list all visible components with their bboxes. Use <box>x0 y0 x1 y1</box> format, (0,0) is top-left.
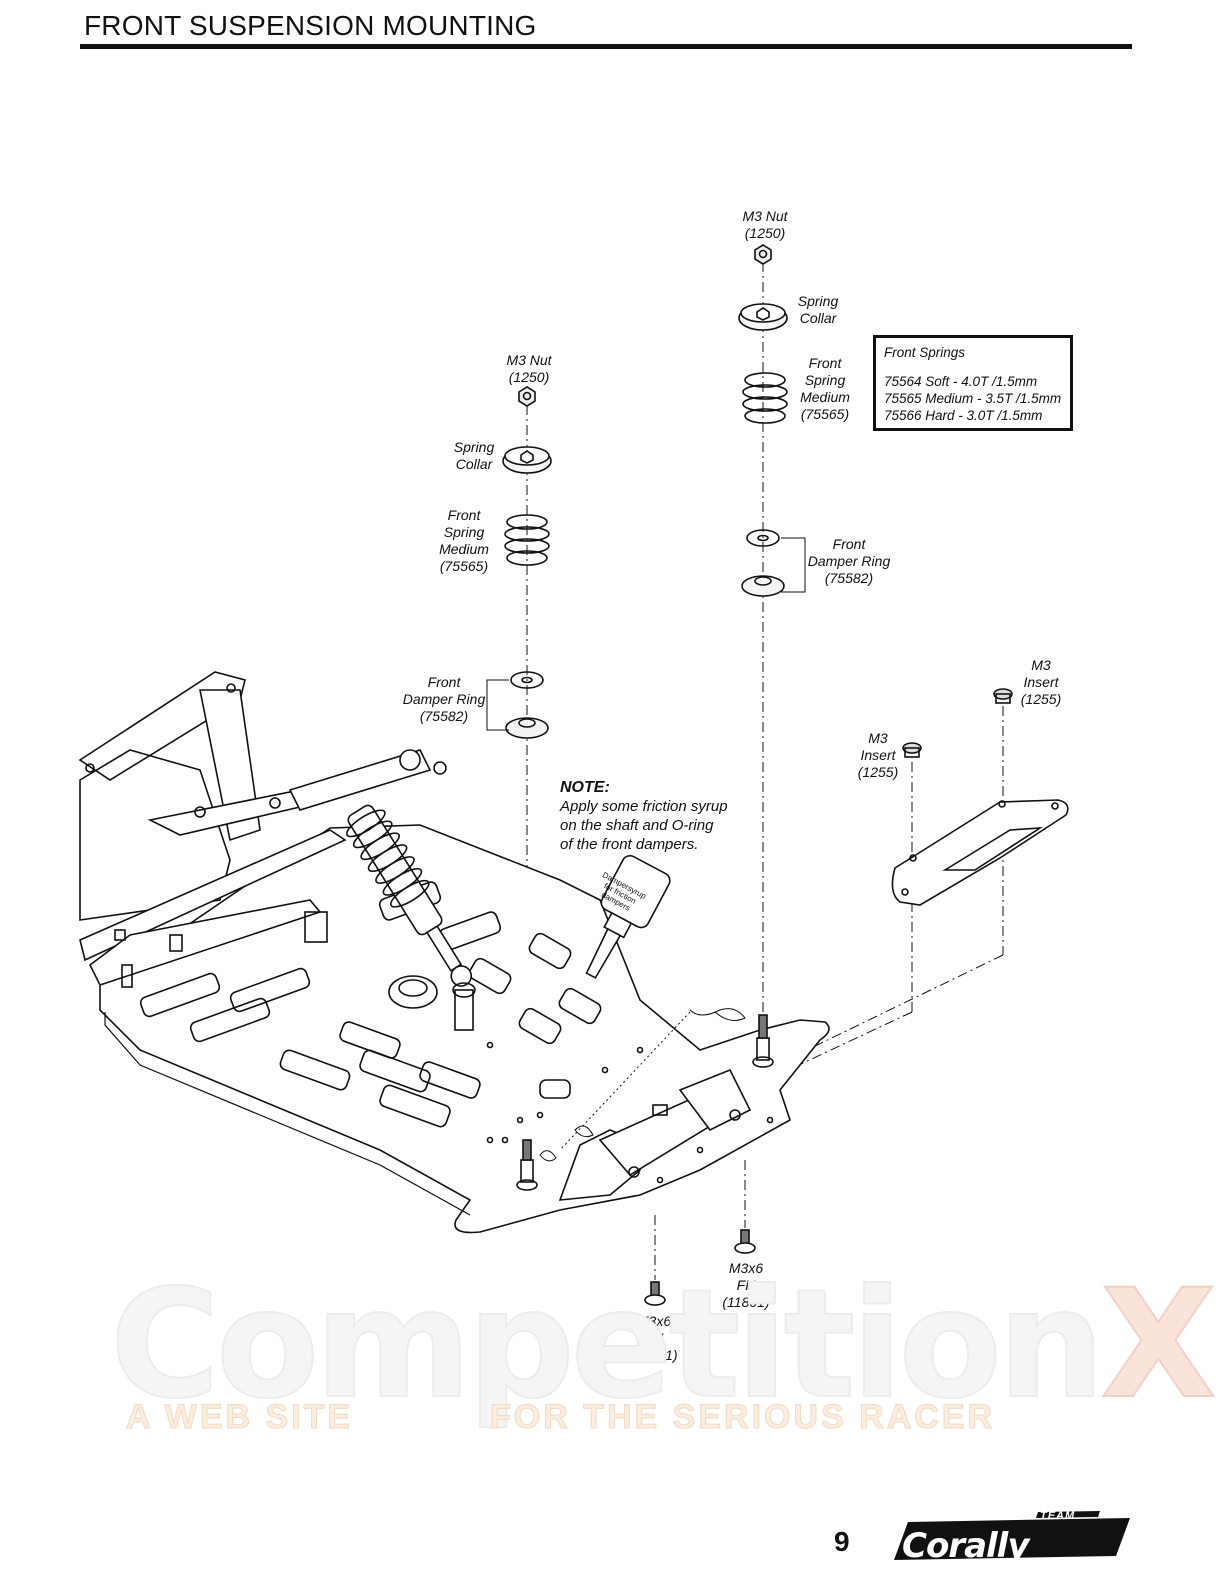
watermark-word: Competition <box>109 1258 1106 1432</box>
right-ring-label: Front Damper Ring (75582) <box>806 536 892 587</box>
front-bulkhead <box>558 1068 752 1201</box>
left-ring-part: (75582) <box>419 708 469 724</box>
left-front-spring <box>504 514 550 566</box>
insert-left-line-1: M3 <box>868 730 888 746</box>
right-spring-line-3: Medium <box>800 389 850 405</box>
spring-table-row-soft: 75564 Soft - 4.0T /1.5mm <box>884 374 1038 389</box>
page-title: FRONT SUSPENSION MOUNTING <box>84 10 537 41</box>
note-line-2: on the shaft and O-ring <box>560 817 714 834</box>
m3-insert-1 <box>902 742 922 758</box>
left-nut-name: M3 Nut <box>506 352 552 368</box>
left-spring-label: Front Spring Medium (75565) <box>434 507 494 575</box>
logo-shape-icon <box>894 1511 1130 1560</box>
servo-saver <box>388 975 438 1009</box>
screw-right-part: (11801) <box>722 1294 770 1310</box>
spring-table-row-medium: 75565 Medium - 3.5T /1.5mm <box>884 391 1062 406</box>
right-spring-line-1: Front <box>808 355 842 371</box>
right-nut-label: M3 Nut (1250) <box>734 208 796 242</box>
left-damper-ring <box>486 671 549 739</box>
right-collar-label: Spring Collar <box>790 293 846 327</box>
logo-word: Corally <box>902 1526 1029 1566</box>
screw-left-line-1: M3x6 <box>636 1313 672 1329</box>
right-m3-nut <box>754 244 772 265</box>
left-collar-label: Spring Collar <box>446 439 502 473</box>
left-spring-line-1: Front <box>447 507 481 523</box>
left-m3-nut <box>518 386 536 407</box>
left-collar-line-1: Spring <box>453 439 495 455</box>
right-spring-line-2: Spring <box>804 372 846 388</box>
left-spring-part: (75565) <box>439 558 489 574</box>
left-ring-line-1: Front <box>427 674 461 690</box>
right-front-spring <box>742 372 788 424</box>
insert-right-line-2: Insert <box>1023 674 1059 690</box>
corally-logo: TEAM Corally <box>890 1508 1130 1568</box>
insert-left-part: (1255) <box>857 764 899 780</box>
m3-insert-2 <box>993 688 1013 704</box>
left-ring-line-2: Damper Ring <box>402 691 486 707</box>
insert-label-right: M3 Insert (1255) <box>1016 657 1066 708</box>
watermark-sub-right: FOR THE SERIOUS RACER <box>489 1398 996 1437</box>
page-number: 9 <box>834 1526 850 1557</box>
screw-right-line-2: FH <box>736 1277 756 1293</box>
right-post <box>752 1014 774 1068</box>
right-collar-line-1: Spring <box>797 293 839 309</box>
insert-right-part: (1255) <box>1020 691 1062 707</box>
watermark-x: X <box>1100 1258 1218 1432</box>
right-ring-part: (75582) <box>824 570 874 586</box>
right-damper-ring <box>741 529 806 597</box>
right-nut-part: (1250) <box>744 225 786 241</box>
spring-table-row-hard: 75566 Hard - 3.0T /1.5mm <box>884 408 1043 423</box>
spring-table-title: Front Springs <box>884 345 966 360</box>
watermark-main: CompetitionX <box>109 1269 1217 1421</box>
insert-diag-1 <box>659 1011 913 1131</box>
right-nut-name: M3 Nut <box>742 208 788 224</box>
front-shock <box>346 804 473 987</box>
screw-left-part: (11801) <box>630 1347 678 1363</box>
screw-2 <box>734 1229 756 1254</box>
note-line-1: Apply some friction syrup <box>560 798 728 815</box>
left-ring-label: Front Damper Ring (75582) <box>400 674 488 725</box>
right-collar-line-2: Collar <box>799 310 837 326</box>
left-spring-line-2: Spring <box>443 524 485 540</box>
right-ring-line-1: Front <box>832 536 866 552</box>
ball-stud <box>452 982 476 1031</box>
left-spring-line-3: Medium <box>439 541 489 557</box>
insert-left-line-2: Insert <box>860 747 896 763</box>
screw-label-right: M3x6 FH (11801) <box>718 1260 774 1311</box>
friction-syrup-note: NOTE: Apply some friction syrup on the s… <box>560 778 728 854</box>
insert-diag-2 <box>744 954 1004 1081</box>
note-heading: NOTE: <box>560 779 610 796</box>
left-spring-collar <box>502 446 552 474</box>
insert-right-line-1: M3 <box>1031 657 1051 673</box>
screw-left-line-2: FH <box>644 1330 664 1346</box>
screw-label-left: M3x6 FH (11801) <box>626 1313 682 1364</box>
watermark-sub-left: A WEB SITE <box>125 1398 354 1437</box>
right-spring-collar <box>738 303 788 331</box>
watermark: CompetitionX A WEB SITE FOR THE SERIOUS … <box>109 1269 1217 1440</box>
front-top-plate <box>891 799 1069 906</box>
syrup-bottle-icon <box>539 854 746 1162</box>
left-post <box>516 1139 538 1191</box>
screw-right-line-1: M3x6 <box>728 1260 764 1276</box>
front-springs-table: Front Springs 75564 Soft - 4.0T /1.5mm 7… <box>873 335 1073 431</box>
left-nut-part: (1250) <box>508 369 550 385</box>
right-spring-part: (75565) <box>800 406 850 422</box>
header-rule <box>80 44 1132 49</box>
left-collar-line-2: Collar <box>455 456 493 472</box>
left-nut-label: M3 Nut (1250) <box>498 352 560 386</box>
right-spring-label: Front Spring Medium (75565) <box>795 355 855 423</box>
logo-team: TEAM <box>1040 1510 1076 1522</box>
note-line-3: of the front dampers. <box>560 836 699 853</box>
right-ring-line-2: Damper Ring <box>807 553 891 569</box>
insert-label-left: M3 Insert (1255) <box>853 730 903 781</box>
screw-1 <box>644 1281 666 1306</box>
upper-frame <box>78 671 447 988</box>
